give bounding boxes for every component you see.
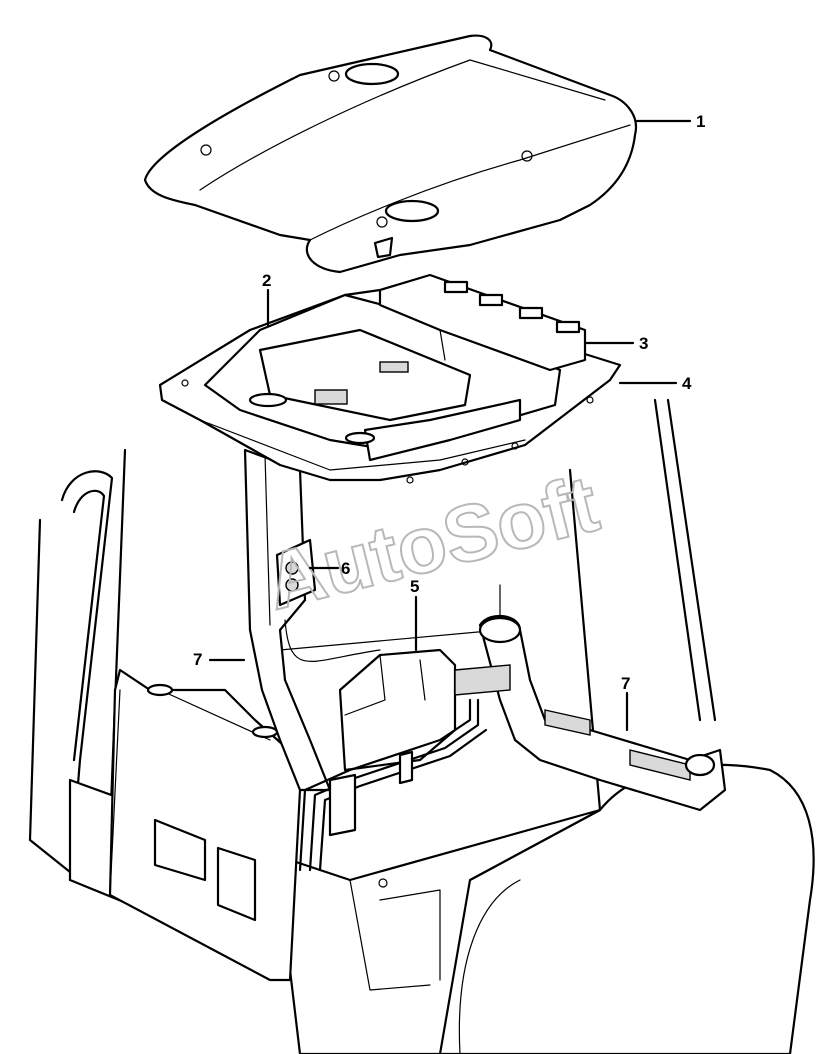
- ac-label-plate: [314, 389, 348, 405]
- callout-1: 1: [696, 112, 705, 131]
- vent-panel: [275, 538, 317, 607]
- module-connector-3: [518, 306, 544, 320]
- ac-port-left: [248, 392, 288, 408]
- cover-bolt-2: [200, 144, 212, 156]
- roof-cover-hole-front: [384, 199, 440, 223]
- hose-clamp: [398, 750, 414, 785]
- vent-nozzle-bottom: [285, 578, 299, 592]
- console-cap-2: [251, 725, 279, 739]
- hose-3: [318, 728, 488, 872]
- floor-step: [349, 879, 431, 991]
- console-cap: [146, 683, 174, 697]
- console-cutout-left: [153, 818, 207, 882]
- callouts: 1 2 3 4 5 6 7 7: [193, 112, 705, 693]
- fan-unit: [284, 619, 511, 872]
- roof-cover-ridge: [199, 59, 606, 191]
- leader-lines: [208, 119, 692, 732]
- callout-3: 3: [639, 334, 648, 353]
- callout-7-right: 7: [621, 674, 630, 693]
- frame-bolt-4: [511, 442, 519, 450]
- duct-outlet-end: [684, 753, 716, 777]
- cover-bolt-1: [328, 70, 340, 82]
- roof-frame-lip: [199, 419, 526, 471]
- console-top-edge: [159, 689, 271, 741]
- fan-unit-edge-2: [419, 659, 426, 701]
- watermark-text: AutoSoft: [257, 458, 606, 626]
- frame-bolt-3: [461, 458, 469, 466]
- fan-unit-grille: [454, 664, 511, 696]
- console-cutout-right: [216, 846, 257, 922]
- callout-5: 5: [410, 577, 419, 596]
- console-edge: [109, 689, 121, 896]
- module-connector-4: [555, 320, 581, 334]
- ac-port-front: [344, 431, 376, 445]
- callout-7-left: 7: [193, 650, 202, 669]
- right-fender: [435, 763, 815, 1054]
- left-side-frame: [28, 518, 82, 882]
- callout-2: 2: [262, 271, 271, 290]
- ac-vent-slot: [379, 361, 409, 373]
- right-front-post-inner: [666, 398, 717, 722]
- wire-harness: [284, 619, 381, 662]
- left-handrail-inner: [72, 489, 106, 762]
- callout-4: 4: [682, 374, 692, 393]
- cover-bolt-4: [376, 216, 388, 228]
- roof-cover-front-ridge: [309, 124, 631, 241]
- floor-bolt: [378, 878, 388, 888]
- frame-bolt-2: [406, 476, 414, 484]
- roof-frame-assembly: [158, 273, 622, 484]
- module-divider: [439, 329, 446, 361]
- duct-ridge: [264, 454, 271, 626]
- left-handrail: [60, 470, 114, 882]
- frame-bolt-5: [586, 396, 594, 404]
- cover-bolt-3: [521, 150, 533, 162]
- hose-support: [328, 773, 357, 837]
- module-connector-1: [443, 280, 469, 294]
- frame-bolt-1: [181, 379, 189, 387]
- duct-grille-1: [544, 709, 591, 736]
- duct-outlet-top: [478, 616, 522, 644]
- callout-6: 6: [341, 559, 350, 578]
- hose-1: [298, 698, 472, 872]
- duct-grille-2: [629, 749, 691, 781]
- vent-nozzle-top: [285, 561, 299, 575]
- roof-cover: [143, 34, 638, 274]
- roof-cover-hole-rear: [344, 62, 400, 86]
- module-connector-2: [478, 293, 504, 307]
- floor-recess: [379, 889, 441, 981]
- right-front-post: [653, 398, 702, 722]
- cover-clip: [373, 236, 394, 259]
- fender-edge: [458, 879, 521, 1054]
- fan-unit-edge: [344, 654, 386, 716]
- ac-unit-front-rail: [363, 398, 522, 462]
- duct-right: [478, 614, 727, 812]
- floor-air-duct: [478, 614, 727, 812]
